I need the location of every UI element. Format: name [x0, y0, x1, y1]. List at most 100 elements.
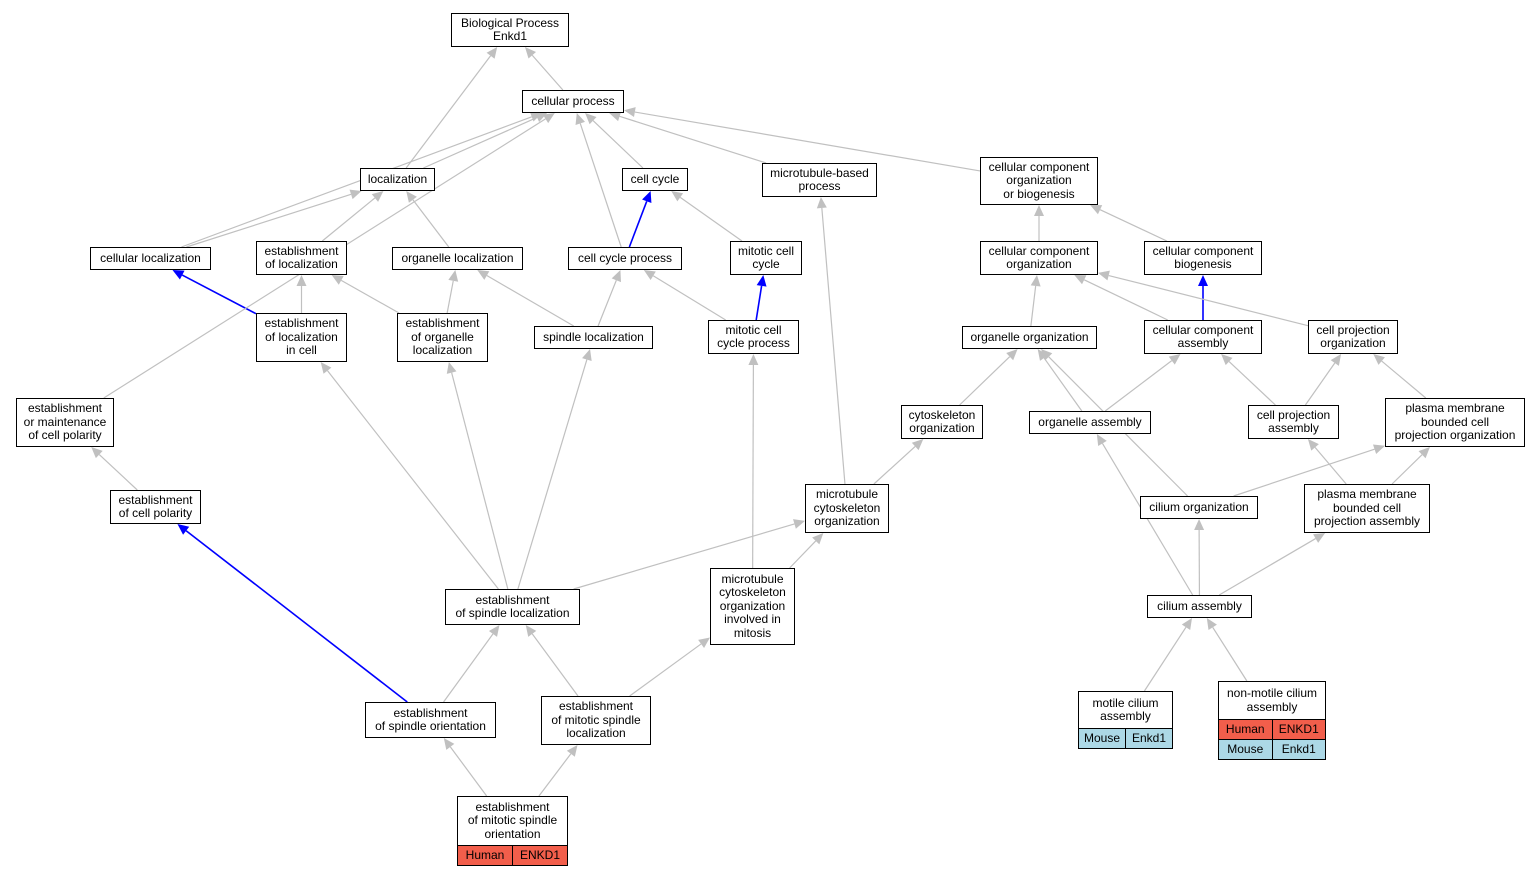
edge-cca-to-cco: [1083, 279, 1168, 321]
go-term-ol[interactable]: organelle localization: [392, 247, 523, 270]
go-term-cc[interactable]: cell cycle: [622, 168, 688, 191]
edge-co-to-oo: [959, 356, 1011, 406]
go-term-mccp[interactable]: mitotic cell cycle process: [708, 320, 799, 354]
go-term-oo[interactable]: organelle organization: [962, 326, 1097, 349]
go-term-cco[interactable]: cellular component organization: [980, 241, 1098, 275]
go-term-label: cell projection assembly: [1256, 407, 1331, 435]
go-term-loc[interactable]: localization: [360, 168, 435, 191]
edge-loc-to-cp: [423, 116, 538, 169]
edge-ol-to-loc: [412, 199, 450, 248]
go-term-emsl[interactable]: establishment of mitotic spindle localiz…: [541, 696, 651, 745]
go-term-oa[interactable]: organelle assembly: [1029, 411, 1151, 434]
go-term-ciliuma[interactable]: cilium assembly: [1147, 595, 1252, 618]
edge-esl-to-eolc: [326, 370, 499, 590]
go-term-label: establishment of organelle localization: [405, 316, 480, 358]
edge-cpa-to-cca: [1228, 361, 1276, 406]
species-cell: Mouse: [1079, 729, 1125, 748]
arrowhead: [671, 191, 684, 202]
arrowhead: [1198, 275, 1208, 286]
arrowhead: [488, 625, 500, 637]
arrowhead: [624, 107, 636, 117]
arrowhead: [1074, 275, 1087, 285]
go-term-cpo[interactable]: cell projection organization: [1308, 320, 1398, 354]
go-term-cp[interactable]: cellular process: [522, 90, 624, 113]
go-term-eol[interactable]: establishment of localization: [256, 241, 347, 275]
gene-symbol-cell: Enkd1: [1125, 729, 1172, 748]
go-term-label: cellular component organization: [988, 243, 1090, 271]
arrowhead: [524, 47, 537, 59]
go-term-label: organelle localization: [401, 250, 514, 265]
arrowhead: [1096, 434, 1107, 447]
go-term-cpa[interactable]: cell projection assembly: [1248, 405, 1339, 439]
go-term-cca[interactable]: cellular component assembly: [1144, 320, 1262, 354]
arrowhead: [812, 533, 824, 545]
go-term-eolc[interactable]: establishment of localization in cell: [256, 313, 347, 362]
go-term-eso[interactable]: establishment of spindle orientation: [365, 702, 496, 738]
edge-ciliuma-to-pmbcpa: [1218, 538, 1316, 596]
arrowhead: [1168, 354, 1181, 365]
go-term-emcp[interactable]: establishment or maintenance of cell pol…: [16, 398, 114, 447]
go-term-emso[interactable]: establishment of mitotic spindle orienta…: [457, 796, 568, 866]
go-term-co[interactable]: cytoskeleton organization: [901, 405, 983, 439]
go-term-ccp[interactable]: cell cycle process: [568, 247, 682, 270]
arrowhead: [91, 447, 103, 459]
arrowhead: [371, 191, 384, 202]
go-term-ciliumo[interactable]: cilium organization: [1140, 496, 1258, 519]
arrowhead: [320, 362, 332, 374]
go-term-bp[interactable]: Biological Process Enkd1: [451, 13, 569, 47]
edge-mca-to-ciliuma: [1143, 626, 1187, 692]
go-term-ccb[interactable]: cellular component biogenesis: [1144, 241, 1262, 275]
go-term-label: mitotic cell cycle process: [717, 322, 790, 350]
go-term-eool[interactable]: establishment of organelle localization: [397, 313, 488, 362]
go-term-pmbcpa[interactable]: plasma membrane bounded cell projection …: [1304, 484, 1430, 533]
arrowhead: [1372, 444, 1385, 454]
edge-emso-to-eso: [449, 746, 488, 797]
arrowhead: [582, 349, 592, 361]
go-term-esl[interactable]: establishment of spindle localization: [445, 589, 580, 625]
arrowhead: [1313, 533, 1326, 543]
go-term-label: establishment of localization in cell: [264, 316, 339, 358]
arrowhead: [177, 524, 190, 535]
edge-cl-to-loc: [186, 193, 352, 248]
go-term-mtbp[interactable]: microtubule-based process: [762, 163, 877, 197]
go-term-mco[interactable]: microtubule cytoskeleton organization: [805, 484, 889, 533]
arrowhead: [816, 197, 827, 209]
edge-mccp-to-ccp: [652, 275, 726, 321]
go-term-label: plasma membrane bounded cell projection …: [1394, 401, 1516, 443]
edge-sl-to-ol: [486, 275, 575, 327]
go-term-pmbcpo[interactable]: plasma membrane bounded cell projection …: [1385, 398, 1525, 447]
arrowhead: [1418, 447, 1430, 459]
arrowhead: [1373, 354, 1385, 365]
go-term-cl[interactable]: cellular localization: [90, 247, 211, 270]
edge-mcoim-to-mccp: [752, 364, 754, 569]
go-term-label: non-motile cilium assembly: [1226, 686, 1318, 714]
species-cell: Mouse: [1219, 740, 1272, 759]
go-term-mcc[interactable]: mitotic cell cycle: [730, 241, 802, 275]
go-term-label: establishment of mitotic spindle localiz…: [551, 699, 641, 741]
arrowhead: [1006, 349, 1018, 361]
arrowhead: [609, 111, 622, 122]
arrowhead: [1098, 270, 1110, 281]
go-term-ecp[interactable]: establishment of cell polarity: [110, 490, 201, 524]
go-term-label: cellular component assembly: [1152, 322, 1254, 350]
go-term-label: spindle localization: [543, 329, 644, 344]
arrowhead: [793, 519, 805, 529]
edge-loc-to-bp: [405, 55, 492, 169]
edge-cpo-to-cco: [1108, 274, 1309, 327]
go-term-mcoim[interactable]: microtubule cytoskeleton organization in…: [710, 568, 795, 645]
arrowhead: [529, 112, 543, 122]
edge-ciliuma-to-oa: [1101, 443, 1194, 596]
arrowhead: [698, 637, 710, 648]
arrowhead: [486, 47, 498, 59]
go-term-ccob[interactable]: cellular component organization or bioge…: [980, 157, 1098, 205]
edge-sl-to-ccp: [597, 279, 617, 327]
go-term-sl[interactable]: spindle localization: [534, 326, 653, 349]
go-term-label: plasma membrane bounded cell projection …: [1313, 487, 1421, 529]
